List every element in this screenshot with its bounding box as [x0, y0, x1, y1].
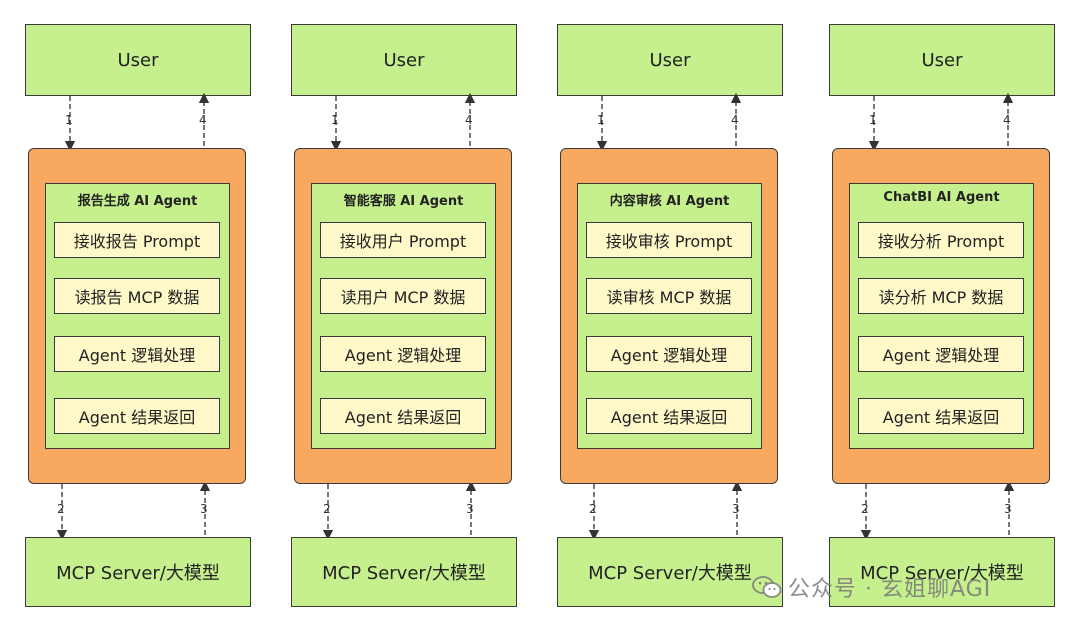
step-agent-logic: Agent 逻辑处理 — [54, 336, 220, 372]
user-box: User — [25, 24, 251, 96]
arrow-label-3: 3 — [466, 502, 474, 516]
step-read-mcp-data: 读审核 MCP 数据 — [586, 278, 752, 314]
arrow-label-2: 2 — [589, 502, 597, 516]
mcp-server-box: MCP Server/大模型 — [291, 537, 517, 607]
arrow-label-3: 3 — [1004, 502, 1012, 516]
step-receive-prompt: 接收审核 Prompt — [586, 222, 752, 258]
arrow-label-3: 3 — [732, 502, 740, 516]
arrow-label-4: 4 — [465, 113, 473, 127]
step-read-mcp-data: 读报告 MCP 数据 — [54, 278, 220, 314]
agent-container: ChatBI AI Agent 接收分析 Prompt 读分析 MCP 数据 A… — [832, 148, 1050, 484]
agent-panel: 智能客服 AI Agent 接收用户 Prompt 读用户 MCP 数据 Age… — [311, 183, 496, 449]
user-box: User — [829, 24, 1055, 96]
agent-column-content-review: User 1 4 2 3 内容审核 AI Agent 接收审核 Prompt 读… — [557, 0, 787, 632]
mcp-server-box: MCP Server/大模型 — [557, 537, 783, 607]
arrow-label-4: 4 — [1003, 113, 1011, 127]
arrow-label-1: 1 — [65, 113, 73, 127]
agent-container: 智能客服 AI Agent 接收用户 Prompt 读用户 MCP 数据 Age… — [294, 148, 512, 484]
agent-title: ChatBI AI Agent — [883, 190, 1000, 205]
user-box: User — [557, 24, 783, 96]
step-agent-result: Agent 结果返回 — [586, 398, 752, 434]
agent-title: 报告生成 AI Agent — [77, 194, 198, 209]
step-receive-prompt: 接收报告 Prompt — [54, 222, 220, 258]
arrow-label-1: 1 — [597, 113, 605, 127]
step-read-mcp-data: 读分析 MCP 数据 — [858, 278, 1024, 314]
step-receive-prompt: 接收用户 Prompt — [320, 222, 486, 258]
arrow-label-4: 4 — [731, 113, 739, 127]
arrow-label-1: 1 — [331, 113, 339, 127]
step-read-mcp-data: 读用户 MCP 数据 — [320, 278, 486, 314]
agent-column-customer-service: User 1 4 2 3 智能客服 AI Agent 接收用户 Prompt 读… — [291, 0, 521, 632]
step-agent-result: Agent 结果返回 — [320, 398, 486, 434]
agent-column-chatbi: User 1 4 2 3 ChatBI AI Agent 接收分析 Prompt… — [829, 0, 1059, 632]
user-box: User — [291, 24, 517, 96]
mcp-server-box: MCP Server/大模型 — [829, 537, 1055, 607]
flow-arrows — [56, 92, 211, 541]
arrow-label-2: 2 — [861, 502, 869, 516]
step-agent-result: Agent 结果返回 — [54, 398, 220, 434]
step-agent-result: Agent 结果返回 — [858, 398, 1024, 434]
arrow-label-1: 1 — [869, 113, 877, 127]
step-agent-logic: Agent 逻辑处理 — [320, 336, 486, 372]
flow-arrows — [588, 92, 743, 541]
arrow-label-3: 3 — [200, 502, 208, 516]
watermark: 公众号 · 玄姐聊AGI — [752, 571, 991, 603]
flow-arrows — [860, 92, 1015, 541]
wechat-icon — [752, 575, 782, 599]
agent-title: 内容审核 AI Agent — [609, 194, 730, 209]
agent-column-report: User 1 4 2 3 报告生成 AI Agent 接收报告 Prompt 读… — [25, 0, 255, 632]
agent-title: 智能客服 AI Agent — [343, 194, 464, 209]
step-receive-prompt: 接收分析 Prompt — [858, 222, 1024, 258]
agent-panel: ChatBI AI Agent 接收分析 Prompt 读分析 MCP 数据 A… — [849, 183, 1034, 449]
arrow-label-2: 2 — [323, 502, 331, 516]
agent-panel: 内容审核 AI Agent 接收审核 Prompt 读审核 MCP 数据 Age… — [577, 183, 762, 449]
arrow-label-2: 2 — [57, 502, 65, 516]
step-agent-logic: Agent 逻辑处理 — [586, 336, 752, 372]
agent-container: 报告生成 AI Agent 接收报告 Prompt 读报告 MCP 数据 Age… — [28, 148, 246, 484]
agent-panel: 报告生成 AI Agent 接收报告 Prompt 读报告 MCP 数据 Age… — [45, 183, 230, 449]
arrow-label-4: 4 — [199, 113, 207, 127]
agent-container: 内容审核 AI Agent 接收审核 Prompt 读审核 MCP 数据 Age… — [560, 148, 778, 484]
watermark-text: 公众号 · 玄姐聊AGI — [788, 577, 992, 602]
mcp-server-box: MCP Server/大模型 — [25, 537, 251, 607]
flow-arrows — [322, 92, 477, 541]
step-agent-logic: Agent 逻辑处理 — [858, 336, 1024, 372]
